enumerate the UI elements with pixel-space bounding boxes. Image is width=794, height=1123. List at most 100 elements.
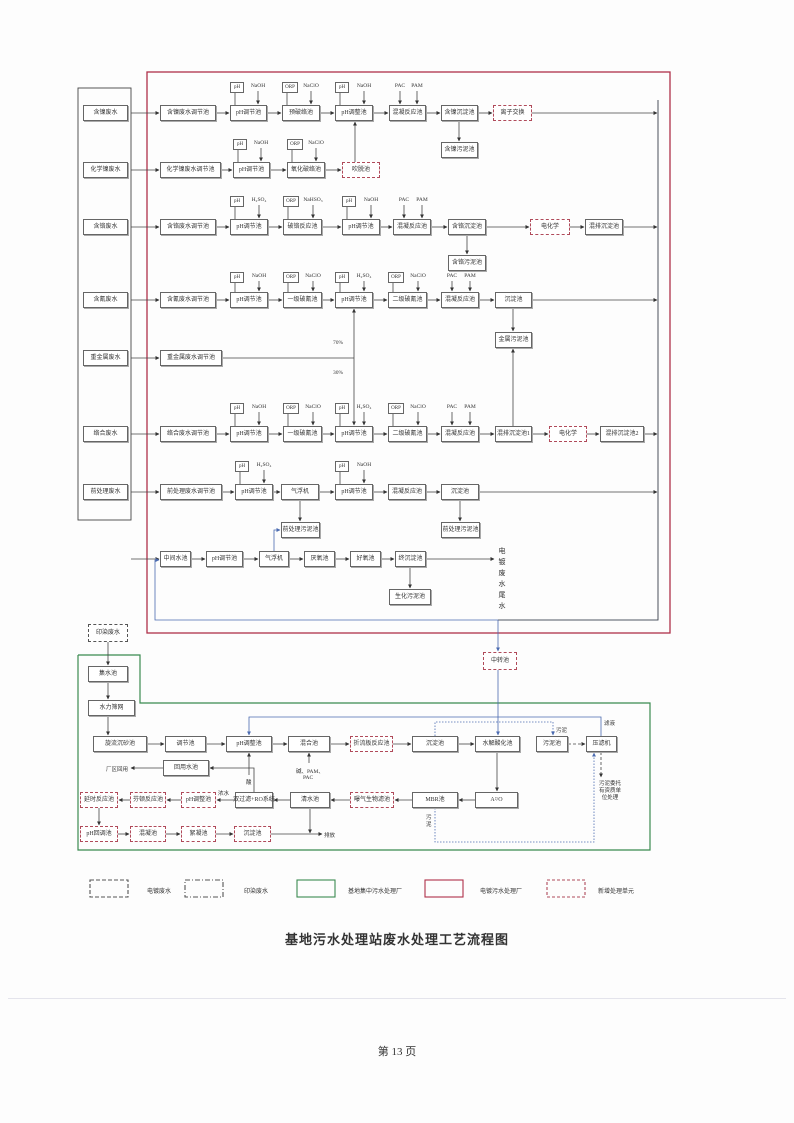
central-unit-18: MBR池	[412, 792, 458, 808]
meter-ORP: ORP	[282, 82, 298, 93]
r4-unit-4: 二级破氰池	[388, 292, 427, 308]
chemical-dosing: NaOH	[356, 462, 372, 468]
chemical-dosing: NaClO	[308, 140, 324, 146]
collector-line	[498, 100, 659, 621]
r1-unit-0: 含镍废水调节池	[160, 105, 216, 121]
central-unit-23: 沉淀池	[234, 826, 271, 842]
chemical-dosing: H₂SO₄	[356, 273, 372, 279]
meter-ORP: ORP	[388, 272, 404, 283]
r7-unit-2: 气浮机	[281, 484, 319, 500]
chemical-dosing: NaOH	[356, 83, 372, 89]
meter-pH: pH	[230, 403, 244, 414]
r1-unit-3: pH调整池	[335, 105, 373, 121]
meter-ORP: ORP	[287, 139, 303, 150]
central-unit-12: 延时反应池	[80, 792, 118, 808]
r6-unit-2: 一级破氰池	[283, 426, 322, 442]
transfer-tank: 中转池	[483, 652, 517, 670]
central-unit-0: 集水池	[88, 666, 128, 682]
chemical-dosing: NaClO	[303, 83, 319, 89]
r8-unit-1: pH调节池	[206, 551, 243, 567]
r3-unit-5: 含铬沉淀池	[448, 219, 486, 235]
r6-unit-8: 混排沉淀池2	[600, 426, 644, 442]
discharge-label: 排放	[324, 833, 336, 839]
chemical-dosing: NaOH	[253, 140, 269, 146]
meter-pH: pH	[342, 196, 356, 207]
central-unit-13: 芬顿反应池	[130, 792, 166, 808]
tail-water-label: 电镀废水尾水	[498, 547, 506, 610]
r7-unit-5: 沉淀池	[441, 484, 479, 500]
central-unit-5: 混合池	[288, 736, 330, 752]
legend-label-1: 印染废水	[244, 889, 269, 895]
central-unit-15: 双过滤+RO系统	[233, 792, 275, 808]
central-unit-4: pH调整池	[226, 736, 272, 752]
meter-pH: pH	[335, 461, 349, 472]
pretreatment-sludge-tank-2: 前处理污泥池	[441, 522, 480, 538]
r4-unit-1: pH调节池	[230, 292, 268, 308]
meter-pH: pH	[235, 461, 249, 472]
legend-label-3: 电镀污水处理厂	[480, 889, 523, 895]
central-unit-9: 污泥池	[536, 736, 568, 752]
central-unit-21: 混凝池	[130, 826, 166, 842]
r7-unit-1: pH调节池	[235, 484, 273, 500]
chemical-dosing: NaHSO₃	[303, 197, 323, 203]
chemical-dosing: PAM	[464, 273, 476, 279]
central-unit-22: 絮凝池	[181, 826, 216, 842]
dyeing-wastewater-source: 印染废水	[88, 624, 128, 642]
chemical-dosing: PAM	[411, 83, 423, 89]
chemical-dosing: PAC	[446, 404, 458, 410]
central-unit-8: 水解酸化池	[475, 736, 520, 752]
meter-pH: pH	[230, 272, 244, 283]
legend-swatch-2	[296, 879, 336, 898]
source-2: 含铬废水	[83, 219, 128, 235]
r1-unit-1: pH调节池	[230, 105, 267, 121]
central-unit-7: 沉淀池	[412, 736, 458, 752]
mbr-sludge-label: 污泥	[426, 815, 432, 828]
chemical-dosing: NaClO	[305, 273, 321, 279]
central-unit-2: 旋流沉砂池	[93, 736, 147, 752]
r3-unit-7: 混排沉淀池	[585, 219, 623, 235]
legend-swatch-0	[89, 879, 129, 898]
r4-unit-2: 一级破氰池	[283, 292, 322, 308]
chemical-dosing: NaClO	[410, 273, 426, 279]
r1-unit-2: 预破络池	[282, 105, 320, 121]
chemical-dosing: H₂SO₄	[251, 197, 267, 203]
r4-unit-6: 沉淀池	[495, 292, 532, 308]
legend-label-2: 基地集中污水处理厂	[348, 889, 403, 895]
divider	[8, 998, 786, 999]
page-number: 第 13 页	[377, 1046, 417, 1058]
central-unit-11: 回用水池	[163, 760, 209, 776]
split-70-label: 70%	[333, 340, 344, 346]
legend-label-0: 电镀废水	[147, 889, 172, 895]
chemical-dosing: NaClO	[305, 404, 321, 410]
r3-unit-2: 破铬反应池	[283, 219, 322, 235]
legend-swatch-1	[184, 879, 224, 898]
central-unit-19: A²/O	[475, 792, 518, 808]
central-unit-3: 调节池	[165, 736, 206, 752]
chemical-dosing: PAM	[416, 197, 428, 203]
sludge-line	[434, 721, 555, 736]
r8-unit-0: 中间水池	[160, 551, 191, 567]
split-30-label: 30%	[333, 370, 344, 376]
metal-sludge-tank: 金属污泥池	[495, 332, 532, 348]
pretreatment-sludge-tank: 前处理污泥池	[281, 522, 320, 538]
r6-unit-6: 混排沉淀池1	[495, 426, 532, 442]
r7-unit-3: pH调节池	[335, 484, 373, 500]
r3-unit-4: 混凝反应池	[393, 219, 431, 235]
meter-pH: pH	[335, 82, 349, 93]
sludge-disposal-label: 污泥委托有资质单位处理	[598, 781, 621, 801]
source-0: 含镍废水	[83, 105, 128, 121]
r6-unit-4: 二级破氰池	[388, 426, 427, 442]
plating-plant-frame	[146, 71, 671, 634]
r4-unit-3: pH调节池	[335, 292, 373, 308]
meter-pH: pH	[233, 139, 247, 150]
chemical-dosing: NaClO	[410, 404, 426, 410]
return-line	[154, 100, 659, 621]
chemical-dosing: PAC	[398, 197, 410, 203]
chemical-dosing: NaOH	[251, 404, 267, 410]
r1-unit-4: 混凝反应池	[389, 105, 426, 121]
float-sludge-line	[273, 528, 281, 551]
r4-unit-5: 混凝反应池	[441, 292, 479, 308]
r1-unit-6: 离子交换	[493, 105, 532, 121]
flow-arrow	[209, 766, 255, 792]
